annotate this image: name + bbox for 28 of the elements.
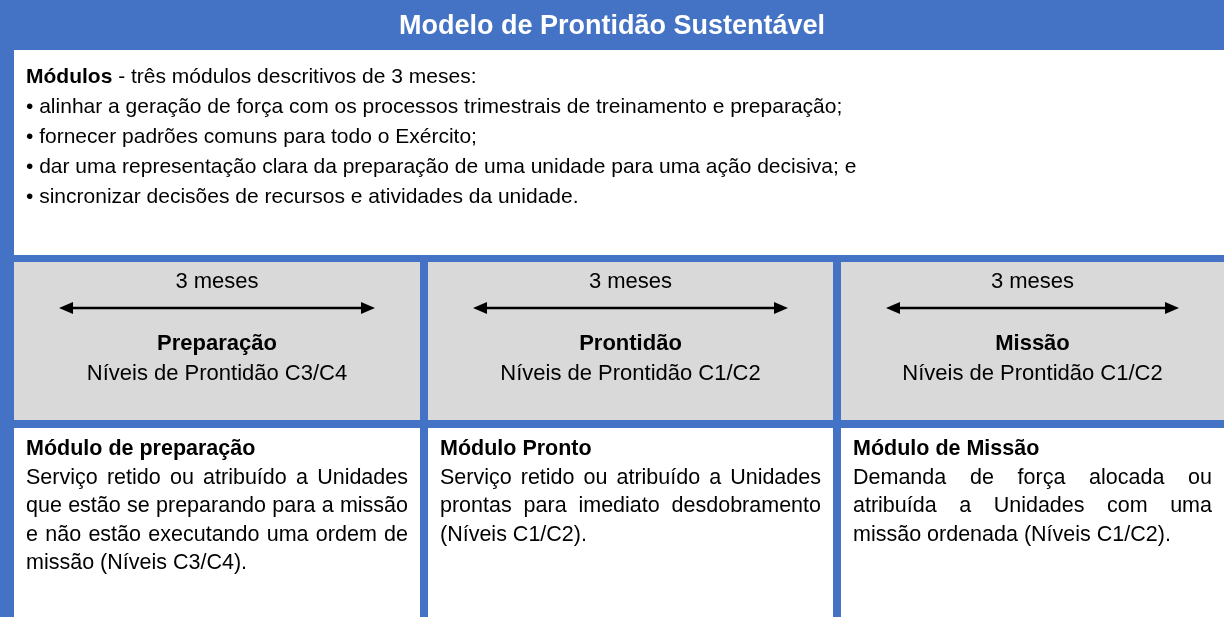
bullet-item: • alinhar a geração de força com os processos trimestrais de treinamento e preparação; — [26, 94, 844, 118]
duration-label: 3 meses — [587, 268, 674, 294]
bullet-item: • sincronizar decisões de recursos e atividades da unidade. — [26, 184, 580, 208]
title-text: Modelo de Prontidão Sustentável — [397, 9, 827, 42]
duration-label: 3 meses — [989, 268, 1076, 294]
phase-title: Preparação — [156, 330, 278, 356]
module-heading: Módulo de preparação — [26, 435, 257, 462]
module-panel — [14, 428, 420, 617]
module-description: Demanda de força alocada ou atribuída a Unidades com uma missão ordenada (Níveis C1/C2). — [853, 463, 1212, 548]
phase-title: Missão — [994, 330, 1071, 356]
readiness-level: Níveis de Prontidão C3/C4 — [85, 360, 349, 386]
module-description: Serviço retido ou atribuído a Unidades prontas para imediato desdobramento (Níveis C1/C2). — [440, 463, 821, 548]
bullet-item: • dar uma representação clara da preparação de uma unidade para uma ação decisiva; e — [26, 154, 858, 178]
module-heading: Módulo de Missão — [853, 435, 1041, 462]
module-panel — [841, 428, 1224, 617]
text-panel — [14, 50, 1224, 255]
phase-panel — [14, 262, 420, 420]
readiness-level: Níveis de Prontidão C1/C2 — [901, 360, 1164, 386]
module-heading: Módulo Pronto — [440, 435, 593, 462]
module-description: Serviço retido ou atribuído a Unidades que estão se preparando para a missão e não estão executando uma ordem de missão (Níveis C3/C4). — [26, 463, 408, 577]
duration-label: 3 meses — [174, 268, 260, 294]
phase-title: Prontidão — [578, 330, 683, 356]
bullet-item: • fornecer padrões comuns para todo o Exército; — [26, 124, 478, 148]
intro-sentence: Módulos - três módulos descritivos de 3 meses: — [26, 64, 478, 88]
phase-panel — [841, 262, 1224, 420]
readiness-level: Níveis de Prontidão C1/C2 — [499, 360, 762, 386]
module-panel — [428, 428, 833, 617]
phase-panel — [428, 262, 833, 420]
